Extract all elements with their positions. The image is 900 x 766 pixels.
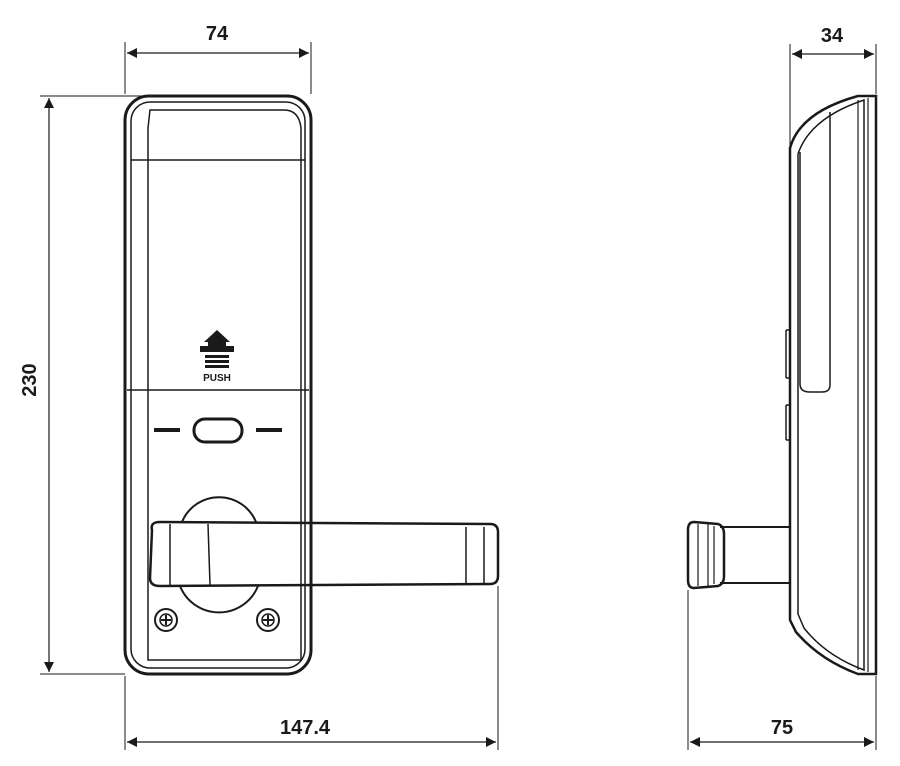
handle-rosette-lower — [179, 585, 259, 614]
screw-icon — [256, 608, 280, 632]
dim-front-width: 74 — [206, 23, 229, 45]
side-dimensions: 34 75 — [687, 25, 877, 750]
lever-handle[interactable] — [148, 520, 500, 588]
front-outer-body — [123, 94, 313, 676]
house-icon — [200, 330, 234, 368]
side-view — [686, 94, 878, 676]
dim-side-total-depth: 75 — [771, 717, 793, 739]
dim-front-total-width: 147.4 — [280, 717, 331, 739]
fingerprint-sensor[interactable] — [192, 417, 244, 444]
side-display-edge — [799, 112, 831, 393]
front-view: PUSH — [123, 94, 500, 676]
side-lever-handle[interactable] — [686, 520, 790, 590]
dim-front-height: 230 — [19, 363, 41, 396]
front-display-panel — [147, 109, 302, 661]
dim-side-top-depth: 34 — [821, 25, 844, 47]
front-dimensions: 74 230 147.4 — [19, 23, 499, 750]
front-inner-body — [130, 101, 306, 669]
handle-rosette — [181, 496, 257, 523]
push-label: PUSH — [203, 373, 231, 384]
screw-icon — [154, 608, 178, 632]
side-body-inner — [797, 98, 865, 672]
side-body-outer — [788, 94, 878, 676]
